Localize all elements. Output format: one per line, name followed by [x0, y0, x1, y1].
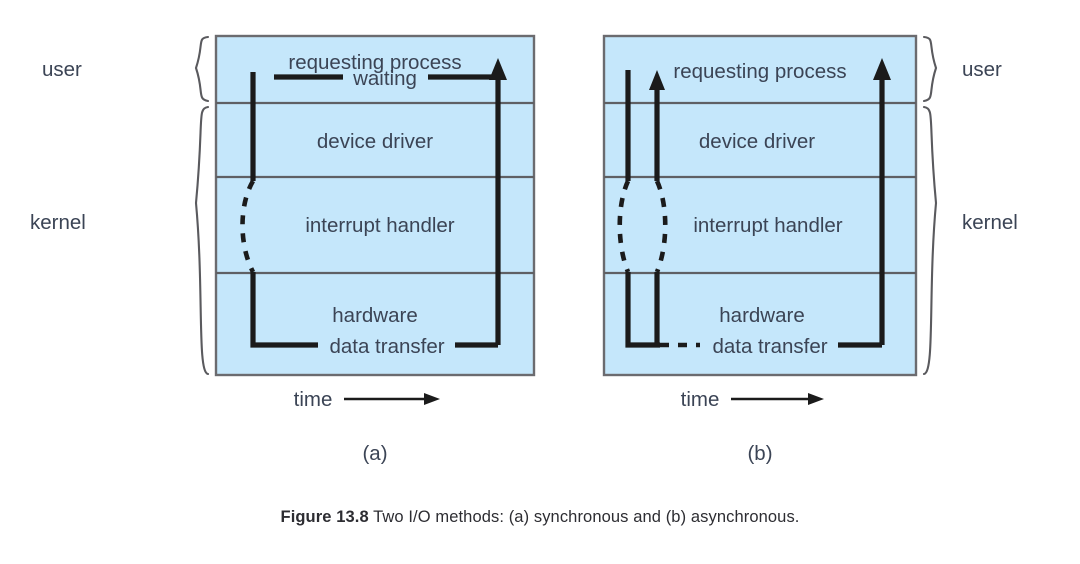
panel-a-brace-kernel: [194, 105, 210, 376]
panel-b-row-label-data-transfer: data transfer: [712, 335, 827, 358]
panel-a-return-arrowhead-icon: [489, 58, 507, 80]
panel-b-interrupt-dashed-arc-left: [617, 180, 631, 273]
panel-a-row-label-interrupt-handler: interrupt handler: [305, 214, 454, 237]
figure-caption: Figure 13.8 Two I/O methods: (a) synchro…: [0, 508, 1080, 527]
panel-a-inline-label-waiting: waiting: [352, 67, 417, 90]
panel-a-brace-label-user: user: [42, 58, 82, 81]
panel-a-time-label: time: [294, 388, 333, 411]
panel-b-row-label-requesting-process: requesting process: [673, 60, 846, 83]
panel-a-row-label-data-transfer: data transfer: [329, 335, 444, 358]
panel-a-row-label-requesting-process: requesting process: [288, 51, 461, 74]
panel-a-time-arrow-right-icon: [424, 393, 440, 405]
panel-a-interrupt-dashed-arc: [240, 179, 256, 274]
panel-a-brace-user: [194, 35, 210, 103]
panel-b-row-label-interrupt-handler: interrupt handler: [693, 214, 842, 237]
panel-b-time-label: time: [681, 388, 720, 411]
panel-b-interrupt-dashed-arc-right: [654, 180, 668, 273]
panel-a-sub-label: (a): [362, 442, 387, 465]
panel-a-hardware-transfer-line: [250, 272, 318, 348]
panel-a-box: [214, 34, 536, 377]
panel-b-sub-label: (b): [747, 442, 772, 465]
panel-b-brace-user: [922, 35, 938, 103]
panel-a-brace-label-kernel: kernel: [30, 211, 86, 234]
panel-a-row-label-hardware: hardware: [332, 304, 417, 327]
panel-b-hardware-left-line: [625, 272, 660, 348]
panel-b-immediate-return-arrowhead-icon: [649, 70, 665, 90]
panel-b-brace-kernel: [922, 105, 938, 376]
figure-caption-text: Two I/O methods: (a) synchronous and (b)…: [373, 508, 800, 526]
panel-b: requesting process device driver interru…: [602, 34, 1018, 465]
panel-a: requesting process waiting device driver…: [30, 34, 536, 465]
panel-a-row-label-device-driver: device driver: [317, 130, 433, 153]
panel-b-row-label-hardware: hardware: [719, 304, 804, 327]
panel-b-row-label-device-driver: device driver: [699, 130, 815, 153]
figure-caption-label: Figure 13.8: [280, 508, 369, 526]
panel-b-return-arrowhead-icon: [873, 58, 891, 80]
panel-b-brace-label-user: user: [962, 58, 1002, 81]
panel-b-brace-label-kernel: kernel: [962, 211, 1018, 234]
panel-b-time-arrow-right-icon: [808, 393, 824, 405]
